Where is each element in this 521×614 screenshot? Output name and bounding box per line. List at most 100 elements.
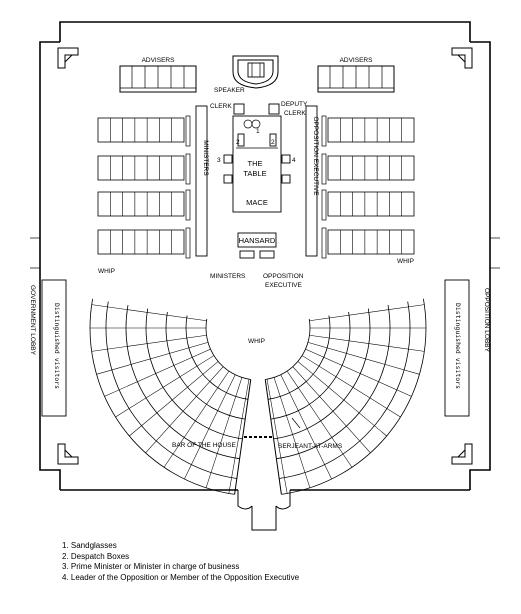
ministers-label: MINISTERS	[210, 273, 246, 280]
seat-divider-right	[301, 355, 401, 418]
desk-bar	[321, 115, 327, 147]
opposition-executive-label-2: EXECUTIVE	[265, 282, 303, 289]
bench-arc-left	[185, 315, 249, 400]
seat-divider-left	[205, 377, 243, 488]
seat-divider-right	[297, 361, 387, 437]
corner-ornaments	[57, 47, 473, 465]
legend-item: 4. Leader of the Opposition or Member of…	[62, 572, 300, 582]
seat-row	[97, 229, 185, 255]
aisle-right	[264, 379, 282, 495]
legend: 1. Sandglasses 2. Despatch Boxes 3. Prim…	[62, 541, 299, 583]
legend-item: 2. Despatch Boxes	[62, 551, 130, 561]
seat-row	[327, 117, 415, 143]
the-table-label-1: THE	[248, 159, 263, 168]
bench-arc-left	[145, 308, 243, 440]
seat-divider-right	[307, 342, 420, 375]
the-table	[232, 115, 282, 213]
serjeant-pointer	[291, 417, 301, 429]
bench-arc-right	[270, 311, 351, 420]
bench-arc-right	[276, 305, 391, 460]
advisers-box-right	[317, 65, 395, 93]
bar-of-the-house-label: BAR OF THE HOUSE	[172, 442, 236, 449]
bench-arc-left	[165, 311, 246, 420]
clerk-label: CLERK	[210, 103, 232, 110]
opposition-seat-lower	[281, 174, 291, 184]
desk-bar	[321, 227, 327, 259]
whip-center-label: WHIP	[248, 338, 265, 345]
seat-divider-left	[145, 366, 224, 454]
bench-arc-left	[105, 301, 237, 479]
bench-arc-right	[281, 298, 427, 495]
opposition-seat-grid	[321, 115, 415, 259]
seat-divider-left	[104, 348, 211, 397]
visitors-left-label: Distinguished visitors	[53, 303, 61, 389]
serjeant-label: SERJEANT-AT-ARMS	[278, 443, 343, 450]
seat-row	[327, 229, 415, 255]
mace-label: MACE	[246, 198, 268, 207]
seat-divider-left	[91, 334, 207, 352]
deputy-clerk-label-2: CLERK	[284, 110, 306, 117]
num-3: 3	[217, 157, 221, 164]
whip-right-label: WHIP	[397, 258, 414, 265]
seat-divider-right	[305, 348, 412, 397]
seat-divider-left	[184, 374, 236, 480]
desk-bar	[321, 153, 327, 185]
government-lobby-label: GOVERNMENT LOBBY	[29, 285, 36, 356]
num-2-left: 2	[236, 139, 240, 146]
opposition-executive-vertical-label: OPPOSITION EXECUTIVE	[312, 116, 319, 196]
aisle-left	[234, 379, 252, 495]
visitors-gallery-left	[41, 279, 67, 417]
seat-row	[327, 191, 415, 217]
seat-divider-left	[228, 379, 250, 494]
despatch-box-left	[237, 133, 245, 147]
advisers-right-label: ADVISERS	[340, 57, 374, 64]
deputy-clerk-chair	[268, 103, 280, 115]
seat-divider-left	[115, 355, 215, 418]
bench-arc-left	[205, 318, 251, 380]
legend-item: 3. Prime Minister or Minister in charge …	[62, 562, 240, 571]
seat-row	[327, 155, 415, 181]
seat-divider-left	[129, 361, 219, 437]
hansard-desk	[237, 232, 277, 248]
seat-divider-left	[96, 342, 209, 375]
seat-divider-right	[292, 366, 371, 454]
num-2-right: 2	[271, 139, 275, 146]
hansard-seat-left	[239, 250, 255, 259]
legend-item: 1. Sandglasses	[62, 541, 117, 550]
opposition-executive-bench	[305, 105, 318, 257]
bench-arc-right	[265, 318, 311, 380]
seat-row	[97, 155, 185, 181]
chamber-walls	[30, 21, 500, 531]
bench-arc-left	[125, 305, 240, 460]
seat-divider-right	[286, 370, 353, 468]
seat-row	[97, 117, 185, 143]
num-4: 4	[292, 157, 296, 164]
despatch-box-right	[269, 133, 277, 147]
hansard-label: HANSARD	[239, 236, 276, 245]
clerk-chair	[233, 103, 245, 115]
pm-seat-lower	[223, 174, 233, 184]
seat-divider-left	[163, 370, 230, 468]
opposition-executive-label-1: OPPOSITION	[263, 273, 304, 280]
bench-arc-right	[273, 308, 371, 440]
opposition-lobby-label: OPPOSITION LOBBY	[483, 288, 490, 353]
bench-arc-left	[89, 298, 235, 495]
bench-arc-right	[279, 301, 411, 479]
seat-divider-right	[309, 304, 425, 322]
whip-left-label: WHIP	[98, 268, 115, 275]
prime-minister-seat	[223, 154, 233, 164]
hansard-seat-right	[259, 250, 275, 259]
desk-bar	[321, 189, 327, 221]
opposition-leader-seat	[281, 154, 291, 164]
visitors-gallery-right	[444, 279, 470, 417]
the-table-label-2: TABLE	[243, 169, 266, 178]
desk-bar	[185, 189, 191, 221]
seat-divider-right	[273, 377, 311, 488]
ministers-vertical-label: MINISTERS	[202, 140, 209, 176]
advisers-box-left	[119, 65, 197, 93]
speaker-label: SPEAKER	[214, 87, 245, 94]
seat-row	[97, 191, 185, 217]
deputy-clerk-label-1: DEPUTY	[281, 101, 308, 108]
desk-bar	[185, 115, 191, 147]
seat-divider-right	[309, 334, 425, 352]
